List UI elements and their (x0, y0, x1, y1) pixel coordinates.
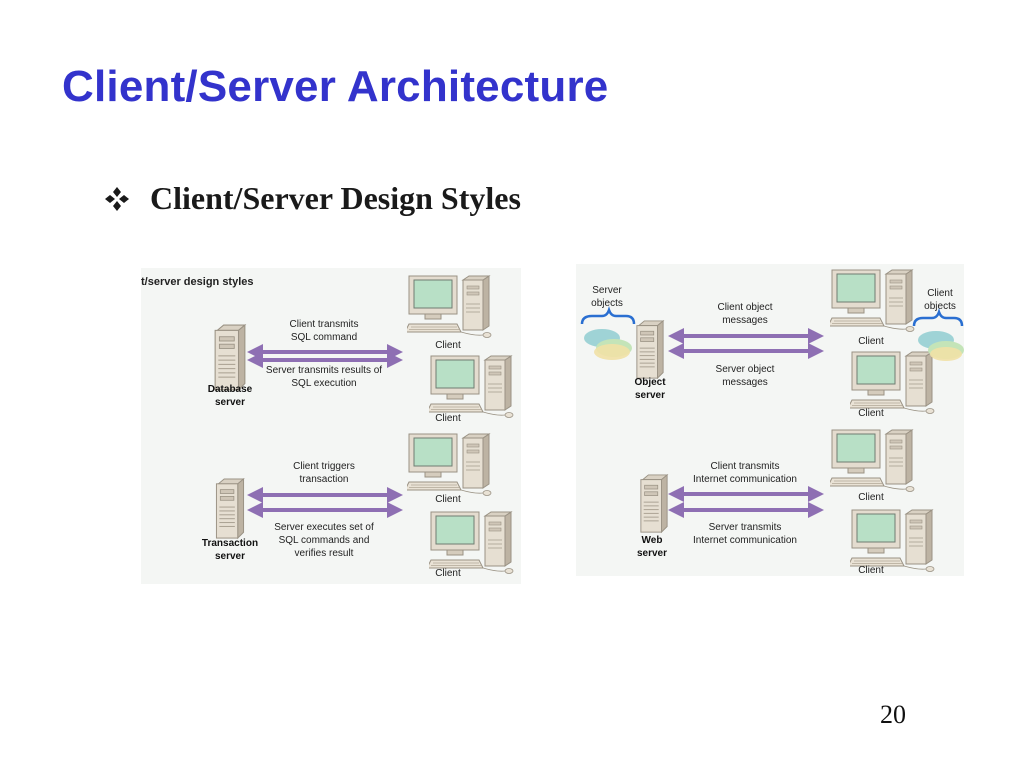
db-response-text-1: Server transmits results of (266, 365, 382, 376)
object-server-label-1: Object (634, 377, 666, 388)
database-server-label-2: server (215, 397, 245, 408)
tx-request-text-2: transaction (300, 474, 349, 485)
client-computer-icon (429, 355, 514, 418)
tx-request-text-1: Client triggers (293, 461, 355, 472)
right-diagram-panel: Server objects Object server Client obje… (576, 264, 964, 576)
bullet-item: Client/Server Design Styles (104, 180, 521, 217)
transaction-server-icon (215, 478, 245, 539)
diamond-bullet-icon (105, 186, 129, 211)
client-label: Client (858, 565, 884, 576)
client-label: Client (435, 494, 461, 505)
left-diagram-panel: t/server design styles Database server C… (141, 268, 521, 584)
db-request-text-1: Client transmits (290, 319, 359, 330)
transaction-server-label-1: Transaction (202, 538, 258, 549)
transaction-server-label-2: server (215, 551, 245, 562)
web-server-label-2: server (637, 548, 667, 559)
server-objects-brace-icon (580, 306, 636, 325)
tx-response-text-3: verifies result (295, 548, 354, 559)
client-computer-icon (407, 433, 492, 496)
obj-request-text-1: Client object (717, 302, 772, 313)
web-request-text-1: Client transmits (711, 461, 780, 472)
client-objects-label-1: Client (927, 288, 953, 299)
client-label: Client (435, 568, 461, 579)
tx-response-text-1: Server executes set of (274, 522, 374, 533)
client-label: Client (858, 408, 884, 419)
database-server-label-1: Database (208, 384, 253, 395)
db-response-text-2: SQL execution (291, 378, 356, 389)
client-computer-icon (830, 269, 915, 332)
web-server-icon (640, 474, 668, 533)
database-server-icon (214, 324, 246, 391)
client-label: Client (858, 336, 884, 347)
server-objects-icon (584, 329, 632, 360)
left-diagram-heading: t/server design styles (141, 276, 254, 288)
client-computer-icon (830, 429, 915, 492)
obj-response-text-2: messages (722, 377, 768, 388)
client-computer-icon (850, 509, 935, 572)
client-computer-icon (850, 351, 935, 414)
object-server-label-2: server (635, 390, 665, 401)
client-objects-icon (918, 331, 964, 361)
client-label: Client (858, 492, 884, 503)
client-computer-icon (407, 275, 492, 338)
server-objects-label-1: Server (592, 285, 622, 296)
object-server-icon (636, 320, 664, 379)
web-response-text-2: Internet communication (693, 535, 797, 546)
tx-response-text-2: SQL commands and (279, 535, 370, 546)
web-response-text-1: Server transmits (709, 522, 782, 533)
client-objects-label-2: objects (924, 301, 956, 312)
client-computer-icon (429, 511, 514, 574)
client-objects-brace-icon (912, 308, 964, 327)
db-request-text-2: SQL command (291, 332, 357, 343)
bullet-text: Client/Server Design Styles (150, 180, 521, 216)
slide-title: Client/Server Architecture (62, 62, 609, 111)
client-label: Client (435, 340, 461, 351)
web-server-label-1: Web (642, 535, 663, 546)
obj-response-text-1: Server object (716, 364, 775, 375)
obj-request-text-2: messages (722, 315, 768, 326)
web-request-text-2: Internet communication (693, 474, 797, 485)
page-number: 20 (880, 700, 906, 729)
client-label: Client (435, 413, 461, 424)
server-objects-label-2: objects (591, 298, 623, 309)
